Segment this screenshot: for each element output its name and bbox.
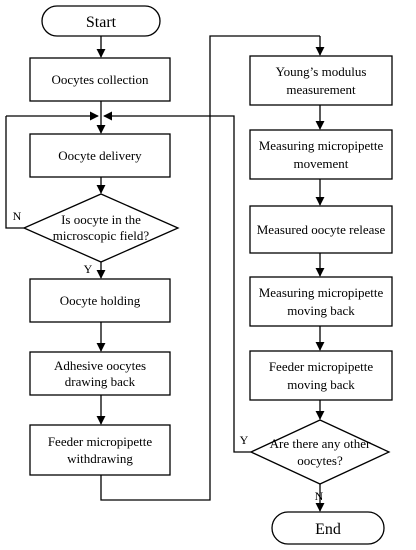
line-no-loop [5,116,24,229]
step-holding [29,278,171,323]
line-withdrawing-to-youngs [100,35,320,501]
step-feeder-back-line2: moving back [287,377,355,392]
step-withdrawing-line2: withdrawing [67,451,133,466]
decision-other-oocytes-line2: oocytes? [297,453,343,468]
decision-other-oocytes-line1: Are there any other [270,436,371,451]
start-label: Start [86,14,117,31]
step-delivery [29,133,171,178]
step-measuring-back-line1: Measuring micropipette [259,285,384,300]
line-yes-loop [210,115,251,453]
step-measuring-movement [249,129,393,180]
decision-microscopic-field-line1: Is oocyte in the [61,212,141,227]
step-release-label: Measured oocyte release [257,222,386,237]
step-measuring-movement-line1: Measuring micropipette [259,138,384,153]
step-collection-label: Oocytes collection [51,72,149,87]
label-no-1: N [13,209,22,223]
step-withdrawing [29,424,171,476]
step-release [249,205,393,254]
step-holding-label: Oocyte holding [60,293,141,308]
label-no-2: N [315,489,324,503]
label-yes-2: Y [240,433,249,447]
step-measuring-back [249,276,393,327]
step-drawing-back-line2: drawing back [65,374,136,389]
step-youngs-modulus-line1: Young’s modulus [276,64,367,79]
decision-other-oocytes [249,419,391,485]
label-yes-1: Y [84,262,93,276]
end-label: End [315,521,341,538]
step-youngs-modulus-line2: measurement [286,82,356,97]
decision-microscopic-field-line2: microscopic field? [53,228,150,243]
step-feeder-back-line1: Feeder micropipette [269,359,374,374]
step-measuring-back-line2: moving back [287,303,355,318]
step-drawing-back [29,351,171,396]
step-measuring-movement-line2: movement [294,156,349,171]
end-terminal [271,511,385,545]
step-collection [29,57,171,102]
step-youngs-modulus [249,55,393,106]
step-feeder-back [249,350,393,401]
step-withdrawing-line1: Feeder micropipette [48,434,153,449]
step-delivery-label: Oocyte delivery [58,148,142,163]
step-drawing-back-line1: Adhesive oocytes [54,358,146,373]
